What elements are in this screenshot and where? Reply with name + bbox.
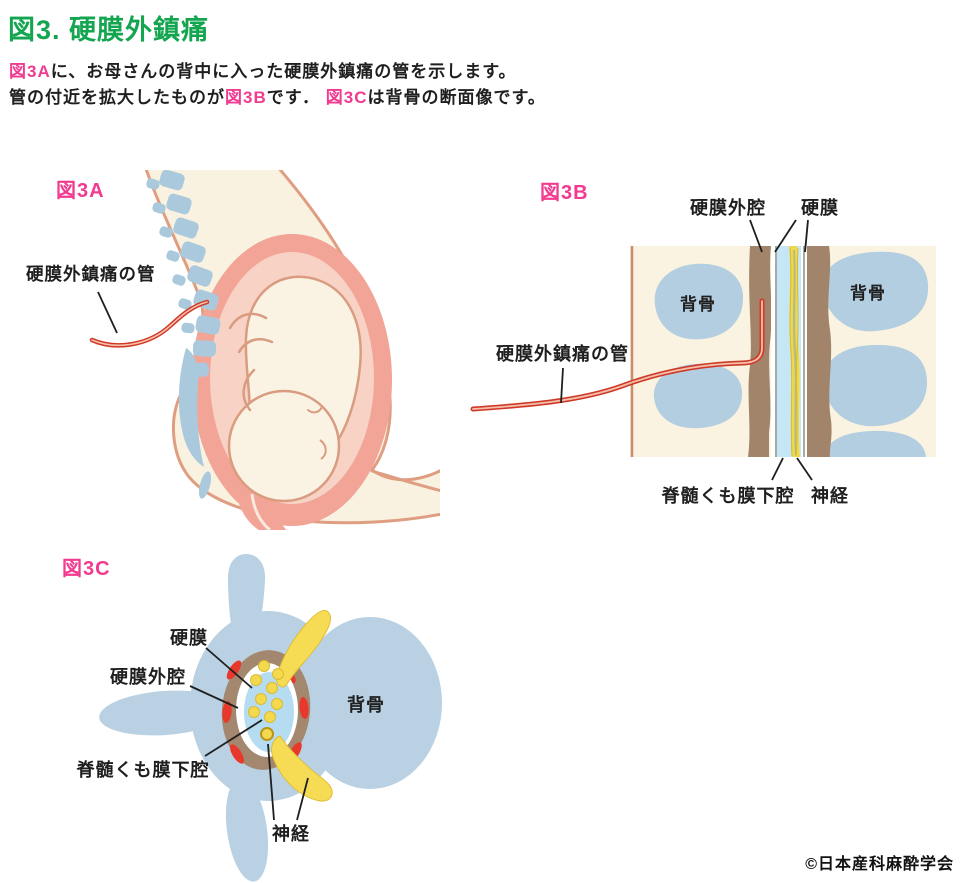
annotation-subarachnoid-3c: 脊髄くも膜下腔 xyxy=(76,759,210,780)
figure-3a-illustration: 硬膜外鎮痛の管 xyxy=(26,170,440,530)
catheter-3a xyxy=(89,299,210,348)
vertebrae-blobs xyxy=(653,251,929,457)
catheter-pointer-line xyxy=(97,291,118,334)
copyright-notice: ©日本産科麻酔学会 xyxy=(805,856,954,873)
annotation-dura: 硬膜 xyxy=(801,197,839,218)
intro-line-2: 管の付近を拡大したものが図3Bです． 図3Cは背骨の断面像です。 xyxy=(9,88,546,107)
annotation-catheter-3a: 硬膜外鎮痛の管 xyxy=(26,264,156,284)
annotation-spine-3c: 背骨 xyxy=(347,694,385,715)
pointer-lines-3c xyxy=(189,647,309,821)
figure-3a: 図3A xyxy=(20,170,440,530)
intro-paragraph: 図3Aに、お母さんの背中に入った硬膜外鎮痛の管を示します。 管の付近を拡大したも… xyxy=(9,59,546,111)
nerve-roots xyxy=(271,610,333,802)
nerve-bundle xyxy=(789,246,800,457)
dura-gap-left xyxy=(771,246,777,457)
annotation-nerve: 神経 xyxy=(811,485,849,506)
page-title: 図3. 硬膜外鎮痛 xyxy=(8,15,210,45)
figure-3a-label: 図3A xyxy=(56,180,105,202)
catheter-3b xyxy=(470,298,765,412)
spine-vertebrae xyxy=(146,170,221,499)
nerve-dot-highlight xyxy=(260,727,274,741)
annotation-dura-3c: 硬膜 xyxy=(170,627,208,648)
annotation-epidural-space: 硬膜外腔 xyxy=(690,197,766,218)
figure-3b-illustration: 硬膜外腔 硬膜 背骨 背骨 硬膜外鎮痛の管 脊髄くも膜下腔 神経 xyxy=(470,197,936,506)
figure-3c-illustration: 硬膜 硬膜外腔 脊髄くも膜下腔 背骨 神経 xyxy=(76,554,442,882)
annotation-subarachnoid: 脊髄くも膜下腔 xyxy=(661,485,795,506)
intro-line-1: 図3Aに、お母さんの背中に入った硬膜外鎮痛の管を示します。 xyxy=(9,62,517,81)
annotation-spine-left: 背骨 xyxy=(680,294,716,314)
figure-3c: 図3C xyxy=(40,548,500,883)
figure-3b-label: 図3B xyxy=(540,182,589,204)
annotation-catheter-3b: 硬膜外鎮痛の管 xyxy=(496,343,629,364)
fetus xyxy=(227,275,362,503)
nerve-dots xyxy=(248,660,284,741)
annotation-nerve-3c: 神経 xyxy=(272,823,310,844)
figure-3b: 図3B xyxy=(460,170,960,530)
pointer-lines-3b xyxy=(560,219,813,481)
annotation-spine-right: 背骨 xyxy=(850,283,886,303)
figure-3c-label: 図3C xyxy=(62,558,111,580)
annotation-epidural-3c: 硬膜外腔 xyxy=(110,666,186,687)
